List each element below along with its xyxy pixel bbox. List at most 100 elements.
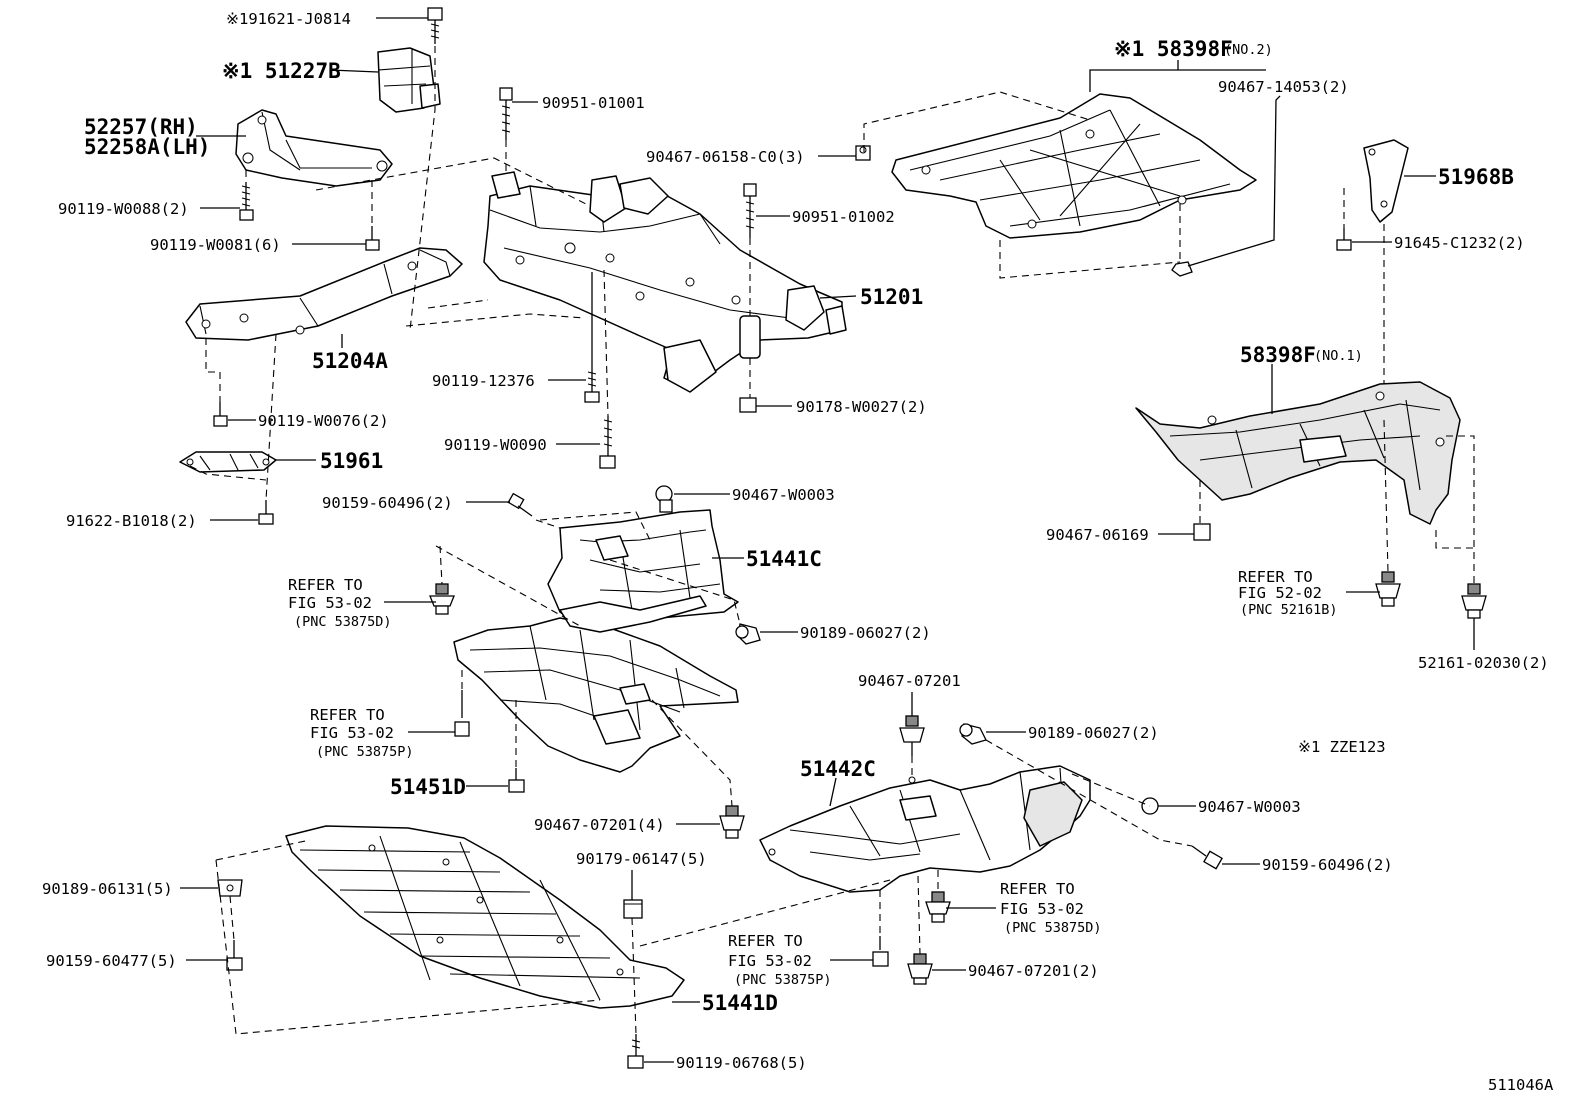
- label-91621-j0814: ※191621-J0814: [226, 10, 351, 28]
- label-fig-53-02-e: FIG 53-02: [728, 952, 812, 970]
- clip-53875d-b: [925, 891, 951, 923]
- part-52257-bracket: [235, 109, 393, 187]
- clip-53875p-a: [454, 690, 470, 737]
- label-51442c: 51442C: [800, 757, 876, 781]
- label-pnc-53875d-b: (PNC 53875D): [1004, 920, 1102, 936]
- label-90179-06147: 90179-06147(5): [576, 850, 707, 868]
- label-pnc-53875p-a: (PNC 53875P): [316, 744, 414, 760]
- bolt-90119-12376: [584, 272, 600, 403]
- label-model-note: ※1 ZZE123: [1298, 738, 1386, 756]
- leader-lines: [180, 17, 1475, 1063]
- label-90467-14053: 90467-14053(2): [1218, 78, 1349, 96]
- label-90119-w0090: 90119-W0090: [444, 436, 547, 454]
- clip-52161b: [1375, 571, 1401, 607]
- bolt-51451d: [508, 768, 525, 793]
- bolt-90119-w0081: [365, 226, 380, 251]
- label-90189-06131: 90189-06131(5): [42, 880, 173, 898]
- bolt-90119-w0076: [213, 402, 228, 427]
- label-pnc-52161b: (PNC 52161B): [1240, 602, 1338, 618]
- bolt-90119-w0090: [599, 416, 616, 469]
- part-51968b-bracket: [1363, 139, 1409, 223]
- bolt-91621: [427, 7, 443, 44]
- label-90467-07201-a: 90467-07201: [858, 672, 961, 690]
- label-diagram-id: 511046A: [1488, 1076, 1554, 1094]
- label-90467-07201-4: 90467-07201(4): [534, 816, 665, 834]
- part-51451d-cover: [453, 595, 739, 773]
- label-90119-06768: 90119-06768(5): [676, 1054, 807, 1072]
- label-90467-07201-2: 90467-07201(2): [968, 962, 1099, 980]
- bolt-91645-c1232: [1336, 228, 1352, 251]
- label-52258a-lh: 52258A(LH): [84, 135, 210, 159]
- label-90467-06169: 90467-06169: [1046, 526, 1149, 544]
- part-51227b-mount: [377, 47, 441, 113]
- label-refer-to-c: REFER TO: [1238, 568, 1313, 586]
- label-51451d: 51451D: [390, 775, 466, 799]
- label-52161-02030: 52161-02030(2): [1418, 654, 1549, 672]
- part-51961-plate: [179, 451, 277, 473]
- assembly-guide-lines: [189, 46, 1475, 1035]
- label-fig-52-02: FIG 52-02: [1238, 584, 1322, 602]
- collar-90178: [739, 315, 761, 413]
- label-90178-w0027: 90178-W0027(2): [796, 398, 927, 416]
- bolt-91622-b1018: [258, 500, 274, 525]
- label-pnc-53875p-b: (PNC 53875P): [734, 972, 832, 988]
- label-fig-53-02-a: FIG 53-02: [288, 594, 372, 612]
- label-91645-c1232: 91645-C1232(2): [1394, 234, 1525, 252]
- bolt-90119-06768: [627, 1034, 644, 1069]
- part-51441c-cover: [547, 509, 739, 627]
- part-58398f-no2-cover: [891, 93, 1257, 239]
- label-refer-to-e: REFER TO: [728, 932, 803, 950]
- clip-90467-07201-a: [899, 715, 925, 756]
- clip-90189-06027-b: [959, 723, 987, 745]
- nut-90467-14053: [1171, 261, 1193, 277]
- label-52257-rh: 52257(RH): [84, 115, 198, 139]
- label-51441d: 51441D: [702, 991, 778, 1015]
- label-90951-01001: 90951-01001: [542, 94, 645, 112]
- label-90119-w0081: 90119-W0081(6): [150, 236, 281, 254]
- label-90189-06027-b: 90189-06027(2): [1028, 724, 1159, 742]
- clip-53875d-a: [429, 583, 455, 615]
- nut-90467-06169: [1193, 523, 1211, 541]
- part-51442c-cover: [759, 765, 1091, 893]
- label-51968b: 51968B: [1438, 165, 1514, 189]
- label-90159-60496-a: 90159-60496(2): [322, 494, 453, 512]
- clip-90189-06027-a: [735, 623, 761, 645]
- clip-90467-w0003-a: [655, 485, 673, 513]
- part-58398f-no1-cover: [1135, 381, 1461, 525]
- clip-90467-07201-4: [719, 805, 745, 839]
- label-58398f-no1: 58398F: [1240, 343, 1316, 367]
- label-pnc-53875d-a: (PNC 53875D): [294, 614, 392, 630]
- part-51441d-cover: [285, 825, 685, 1009]
- label-90119-w0076: 90119-W0076(2): [258, 412, 389, 430]
- screw-90159-60496-a: [507, 492, 533, 517]
- clip-52161-02030: [1461, 583, 1487, 619]
- label-90467-w0003-a: 90467-W0003: [732, 486, 835, 504]
- clip-90467-07201-2: [907, 953, 933, 985]
- label-refer-to-a: REFER TO: [288, 576, 363, 594]
- label-90189-06027-a: 90189-06027(2): [800, 624, 931, 642]
- part-labels: ※191621-J0814 ※1 51227B 52257(RH) 52258A…: [42, 10, 1554, 1094]
- label-51961: 51961: [320, 449, 383, 473]
- label-90119-w0088: 90119-W0088(2): [58, 200, 189, 218]
- label-90119-12376: 90119-12376: [432, 372, 535, 390]
- clip-53875p-b: [872, 936, 889, 967]
- label-fig-53-02-d: FIG 53-02: [1000, 900, 1084, 918]
- screw-90159-60496-b: [1191, 845, 1223, 870]
- label-51204a: 51204A: [312, 349, 388, 373]
- label-90159-60477: 90159-60477(5): [46, 952, 177, 970]
- part-51201-crossmember: [483, 171, 847, 393]
- stud-90951-01002: [743, 183, 757, 238]
- label-51441c: 51441C: [746, 547, 822, 571]
- label-90467-06158: 90467-06158-C0(3): [646, 148, 805, 166]
- label-refer-to-d: REFER TO: [1000, 880, 1075, 898]
- label-51227b: ※1 51227B: [222, 59, 341, 83]
- stud-90951-01001: [499, 87, 513, 140]
- label-fig-53-02-b: FIG 53-02: [310, 724, 394, 742]
- screw-90159-60477: [226, 940, 243, 971]
- clip-90189-06131: [217, 879, 243, 897]
- nut-90467-06158: [855, 145, 871, 161]
- label-90951-01002: 90951-01002: [792, 208, 895, 226]
- label-refer-to-b: REFER TO: [310, 706, 385, 724]
